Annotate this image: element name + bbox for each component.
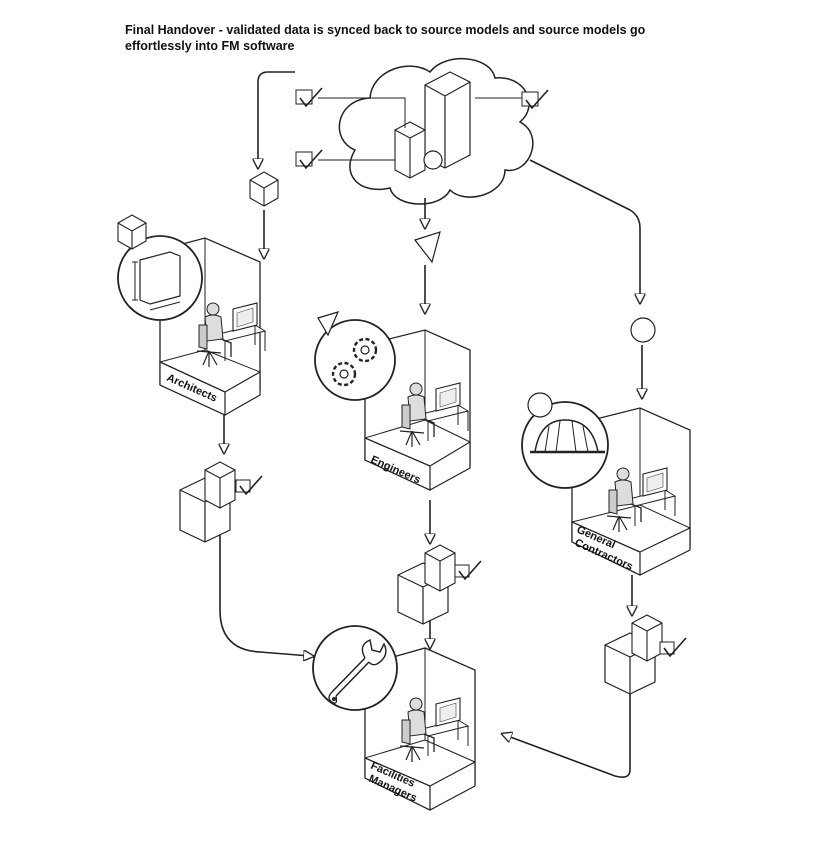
transit-shapes: [249, 171, 656, 343]
station-architects: Architects: [117, 214, 266, 416]
validated-model-architects: [179, 461, 263, 543]
cloud-icon: [318, 58, 534, 205]
validated-model-contractors: [604, 614, 687, 695]
diagram-title: Final Handover - validated data is synce…: [125, 23, 646, 53]
station-facilities-managers: Facilities Managers: [312, 625, 476, 811]
arrow-cloud-to-contractors-a: [529, 159, 640, 300]
arrow-cloud-to-architects-a: [258, 71, 295, 165]
station-general-contractors: General Contractors: [521, 392, 691, 576]
hard-hat-icon: [521, 401, 609, 489]
gears-icon: [314, 319, 396, 401]
validated-model-engineers: [397, 544, 482, 625]
cloud-checkboxes: [295, 87, 549, 169]
arrow-contractors-to-fm: [505, 690, 631, 778]
arrow-architects-to-fm: [219, 530, 310, 656]
flow-arrows: [219, 71, 642, 778]
floor-plan-icon: [117, 235, 203, 321]
wrench-icon: [312, 625, 398, 711]
station-engineers: Engineers: [314, 311, 471, 491]
